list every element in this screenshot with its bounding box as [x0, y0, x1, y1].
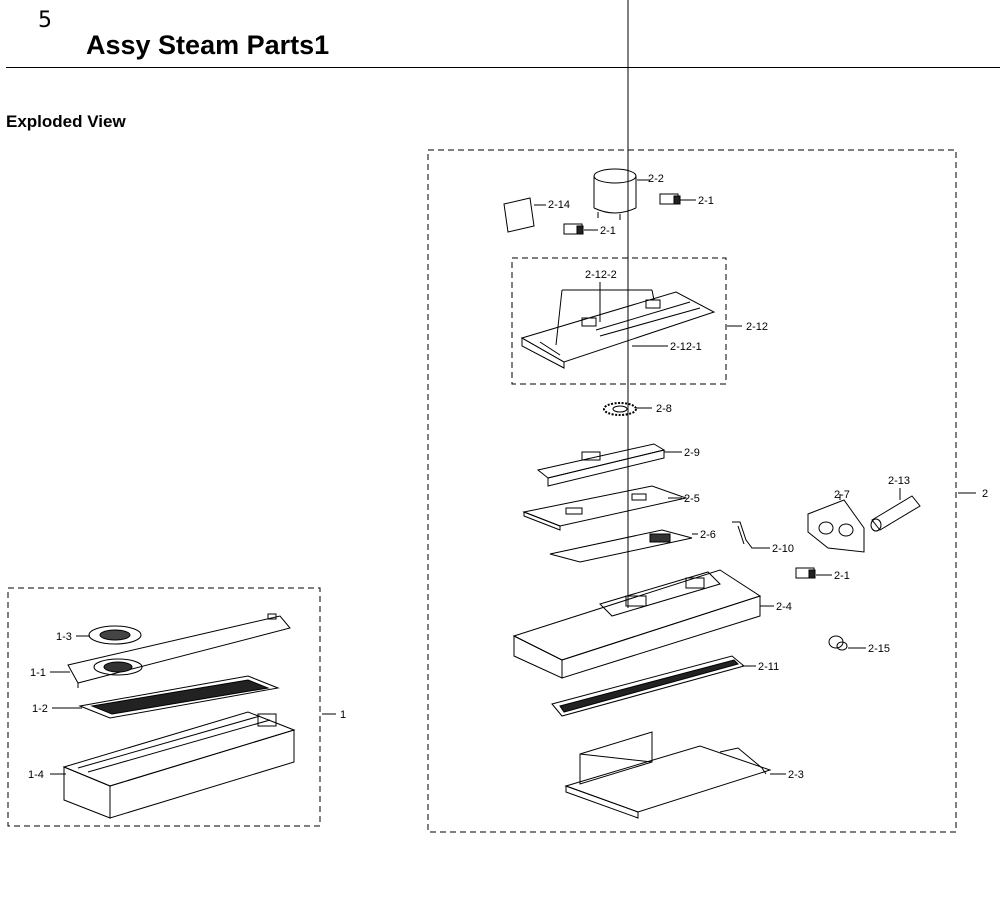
part-1-3-cap [88, 625, 142, 645]
part-2-11-channel [551, 655, 756, 717]
label-2-6: 2-6 [700, 529, 716, 541]
title-divider [6, 67, 1000, 68]
label-2-1-top-right: 2-1 [698, 195, 714, 207]
assembly-2-frame [427, 149, 957, 833]
label-2-13: 2-13 [888, 475, 910, 487]
part-2-13-tube [870, 488, 921, 532]
part-2-15-ring [828, 635, 866, 651]
label-1-3: 1-3 [56, 631, 72, 643]
label-2-1-right: 2-1 [834, 570, 850, 582]
part-1-2-filter [78, 675, 280, 719]
part-2-8-gear [603, 402, 652, 416]
part-2-3-base-tray [564, 731, 786, 819]
part-2-7-housing [807, 494, 865, 553]
label-2-12-2: 2-12-2 [585, 269, 617, 281]
part-2-6-strip [549, 529, 698, 563]
label-2-8: 2-8 [656, 403, 672, 415]
part-2-1-switch-right [795, 567, 832, 579]
section-number: 5 [38, 8, 52, 33]
part-2-4-main-housing [512, 0, 774, 679]
label-2-14: 2-14 [548, 199, 570, 211]
label-2-4: 2-4 [776, 601, 792, 613]
part-2-1-switch-top [563, 223, 598, 235]
label-1-2: 1-2 [32, 703, 48, 715]
assembly-1-frame [7, 587, 321, 827]
label-2-12-1: 2-12-1 [670, 341, 702, 353]
part-2-14-pad [503, 197, 546, 233]
part-2-1-switch-top-right [659, 193, 696, 205]
label-2-1-top: 2-1 [600, 225, 616, 237]
label-2: 2 [982, 488, 988, 500]
part-1-4-drawer [62, 711, 296, 819]
label-1-1: 1-1 [30, 667, 46, 679]
label-2-2: 2-2 [648, 173, 664, 185]
label-2-15: 2-15 [868, 643, 890, 655]
label-2-3: 2-3 [788, 769, 804, 781]
label-2-7: 2-7 [834, 489, 850, 501]
assembly-2-12-frame [511, 257, 727, 385]
part-2-2-motor [593, 168, 650, 220]
page-title: Assy Steam Parts1 [86, 30, 330, 60]
label-2-10: 2-10 [772, 543, 794, 555]
label-1: 1 [340, 709, 346, 721]
part-2-5-plate [522, 485, 688, 531]
part-2-12-bracket-plate [520, 291, 716, 369]
label-1-4: 1-4 [28, 769, 44, 781]
part-2-9-slider [536, 443, 682, 487]
label-2-5: 2-5 [684, 493, 700, 505]
label-2-11: 2-11 [758, 661, 779, 673]
label-2-9: 2-9 [684, 447, 700, 459]
label-2-12: 2-12 [746, 321, 768, 333]
section-subtitle: Exploded View [6, 112, 126, 131]
leader-2-12-2 [555, 282, 655, 346]
part-2-10-clip [732, 521, 770, 549]
part-1-1-top-plate [67, 613, 291, 688]
